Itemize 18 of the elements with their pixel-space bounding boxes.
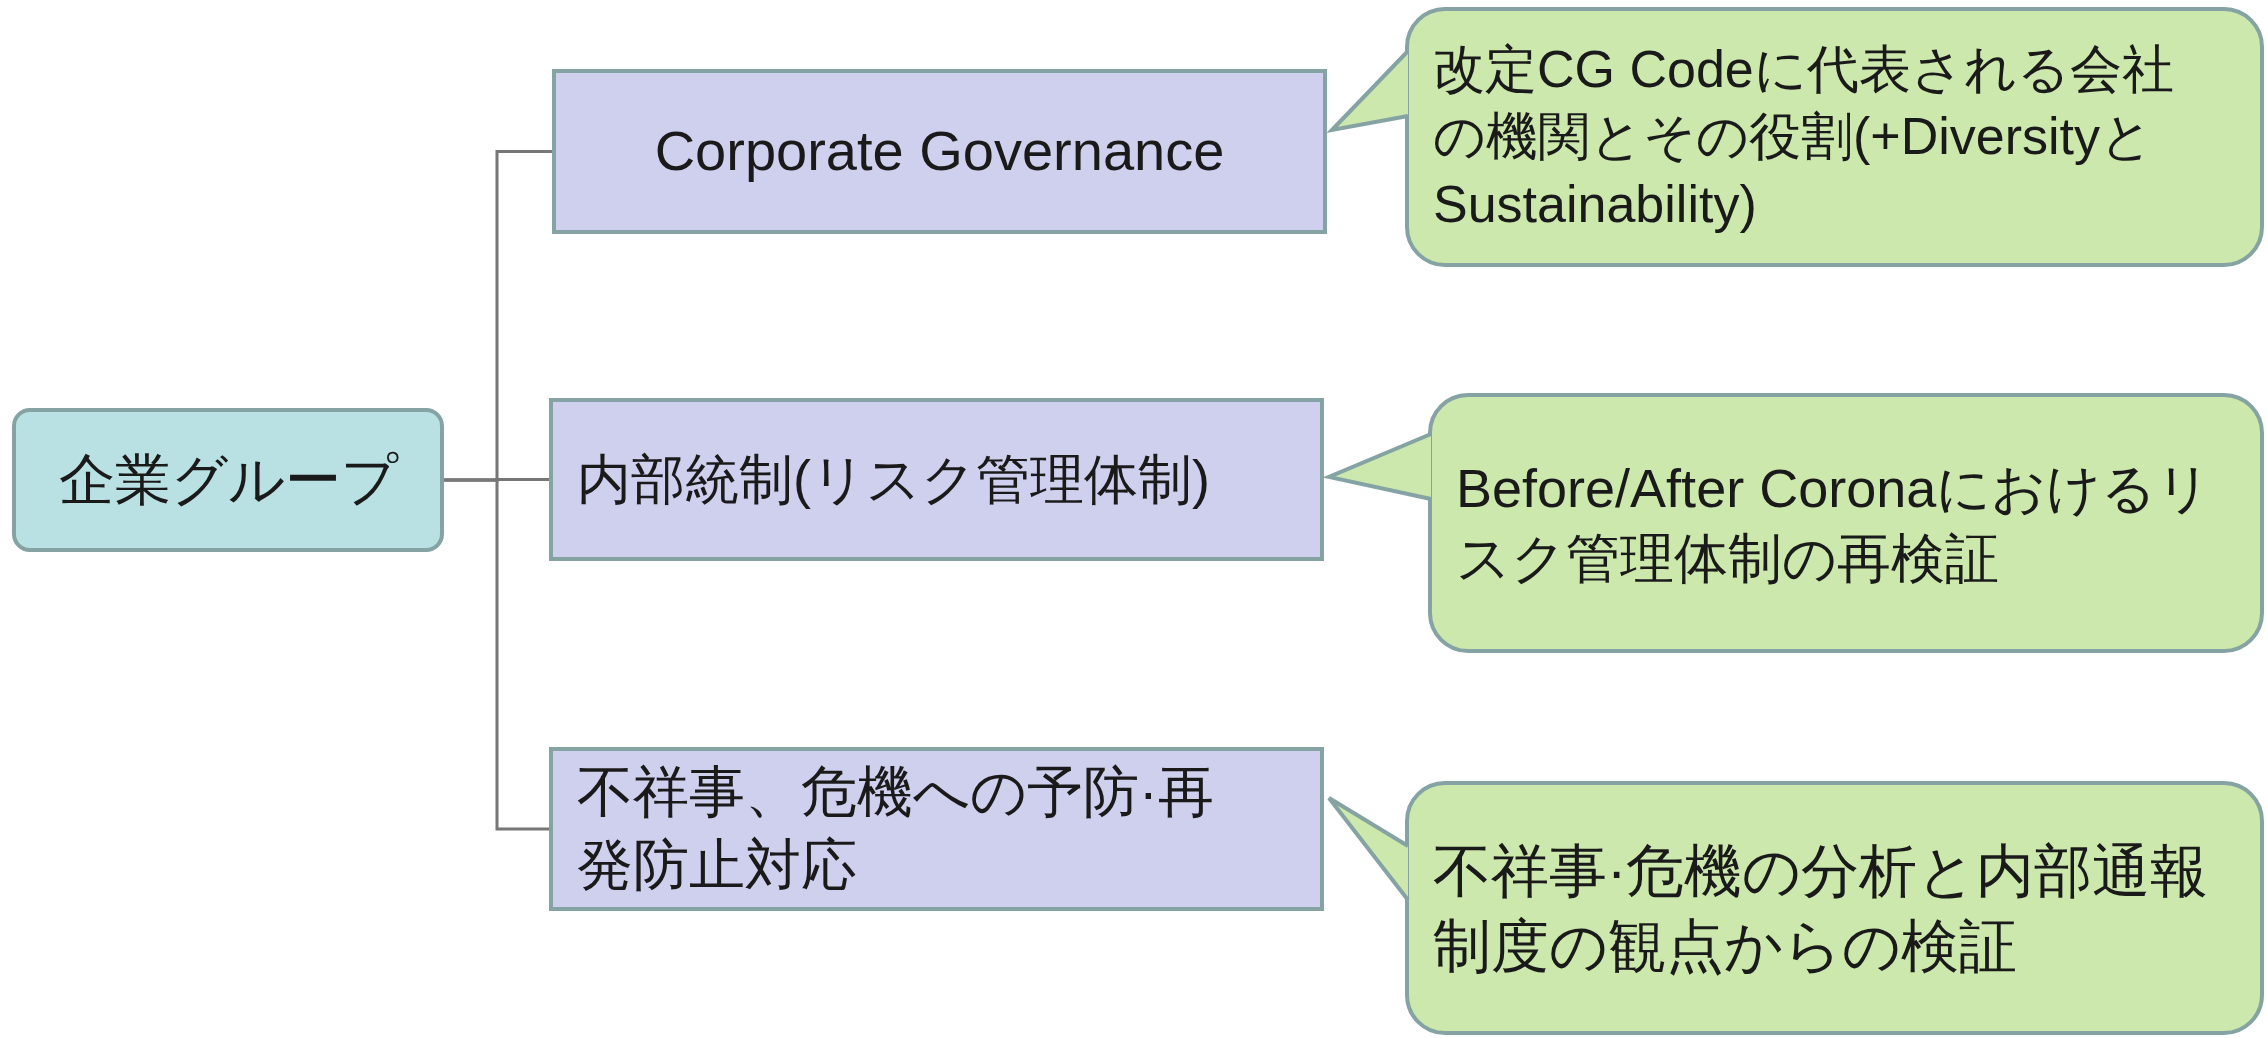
- node-text: Before/After Coronaにおけるリスク管理体制の再検証: [1456, 456, 2213, 590]
- speech-bubble: [1428, 393, 2264, 653]
- speech-bubble-tail: [1327, 796, 1410, 902]
- node-text: 不祥事·危機の分析と内部通報制度の観点からの検証: [1433, 836, 2210, 980]
- speech-bubble-tail: [1326, 49, 1410, 134]
- speech-bubble-tail: [1322, 432, 1433, 501]
- node-text: 企業グループ: [58, 446, 398, 513]
- node-text: 不祥事、危機への予防·再発防止対応: [577, 759, 1215, 898]
- category-box: [549, 747, 1324, 911]
- category-box: [549, 398, 1324, 561]
- node-text: Corporate Governance: [654, 118, 1225, 185]
- speech-bubble: [1405, 7, 2264, 267]
- category-box: [552, 69, 1327, 234]
- node-text: 内部統制(リスク管理体制): [577, 448, 1210, 512]
- root-box: [12, 408, 444, 552]
- speech-bubble: [1405, 781, 2264, 1035]
- node-text: 改定CG Codeに代表される会社の機関とその役割(+DiversityとSustainability): [1433, 38, 2175, 235]
- connector-line: [444, 478, 549, 831]
